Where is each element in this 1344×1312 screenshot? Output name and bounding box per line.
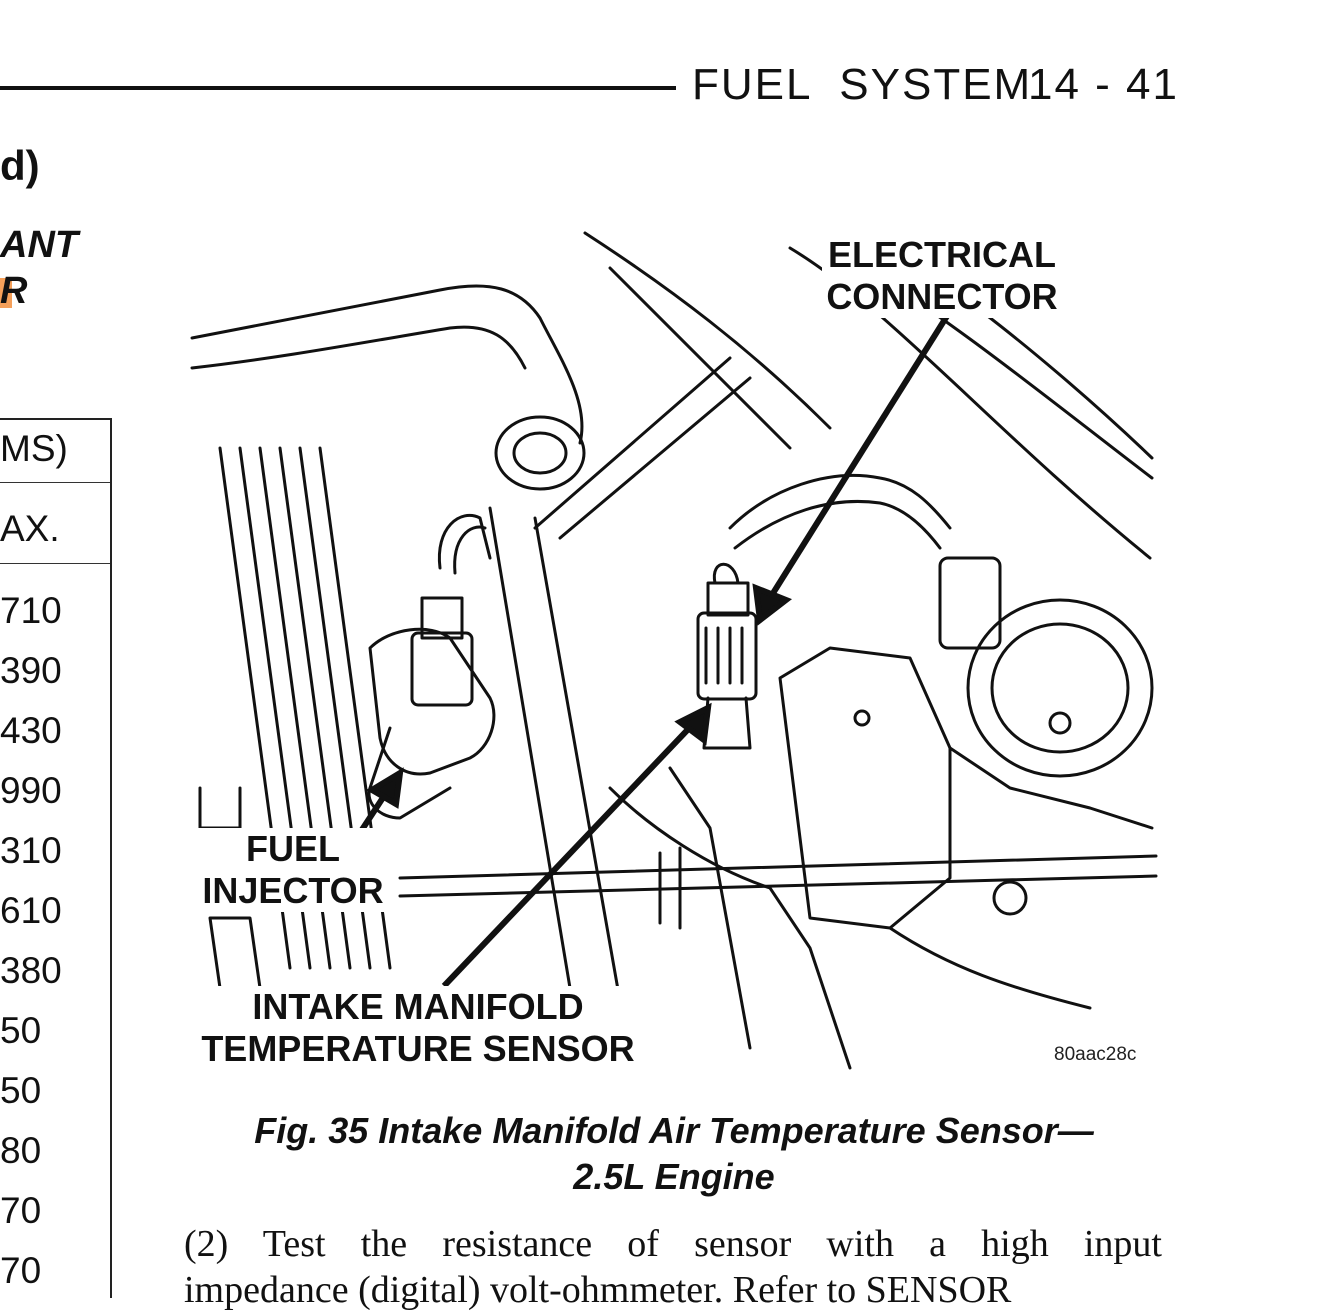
label-line: INJECTOR (202, 870, 384, 911)
table-header-1: MS) (0, 428, 68, 469)
table-header-2: AX. (0, 508, 60, 549)
label-line: FUEL (246, 828, 340, 869)
caption-line-2: 2.5L Engine (573, 1156, 775, 1197)
subheading-fragment-1: ANT (0, 224, 79, 266)
label-line: INTAKE MANIFOLD (252, 986, 584, 1027)
page-number: 14 - 41 (1028, 60, 1179, 109)
subheading-fragment-2: R (0, 270, 28, 312)
label-line: TEMPERATURE SENSOR (201, 1028, 635, 1069)
table-cell: 990 (0, 770, 62, 811)
table-cell: 310 (0, 830, 62, 871)
figure-id: 80aac28c (1054, 1044, 1137, 1065)
label-line: CONNECTOR (826, 276, 1058, 317)
table-cell: 710 (0, 590, 62, 631)
table-cell: 610 (0, 890, 62, 931)
label-intake-sensor: INTAKE MANIFOLD TEMPERATURE SENSOR (190, 986, 646, 1070)
section-title: FUEL SYSTEM (692, 60, 1033, 109)
header-rule (0, 86, 676, 90)
table-cell: 50 (0, 1070, 42, 1111)
table-cell: 70 (0, 1250, 42, 1291)
heading-fragment: d) (0, 142, 40, 189)
label-fuel-injector: FUEL INJECTOR (198, 828, 388, 912)
resistance-table (0, 418, 112, 1298)
table-cell: 380 (0, 950, 62, 991)
highlight-mark (0, 278, 12, 308)
table-cell: 390 (0, 650, 62, 691)
engine-figure: ELECTRICAL CONNECTOR FUEL INJECTOR INTAK… (190, 228, 1158, 1072)
caption-line-1: Fig. 35 Intake Manifold Air Temperature … (254, 1110, 1094, 1151)
engine-illustration (190, 231, 1158, 1070)
figure-caption: Fig. 35 Intake Manifold Air Temperature … (190, 1108, 1158, 1200)
body-paragraph-cont: impedance (digital) volt-ohmmeter. Refer… (184, 1269, 1012, 1311)
body-paragraph: (2) Test the resistance of sensor with a… (184, 1223, 1162, 1265)
table-cell: 50 (0, 1010, 42, 1051)
label-line: ELECTRICAL (828, 234, 1056, 275)
table-divider (0, 563, 110, 564)
table-cell: 70 (0, 1190, 42, 1231)
label-electrical-connector: ELECTRICAL CONNECTOR (822, 234, 1062, 318)
table-cell: 80 (0, 1130, 42, 1171)
table-cell: 430 (0, 710, 62, 751)
table-divider (0, 482, 110, 483)
